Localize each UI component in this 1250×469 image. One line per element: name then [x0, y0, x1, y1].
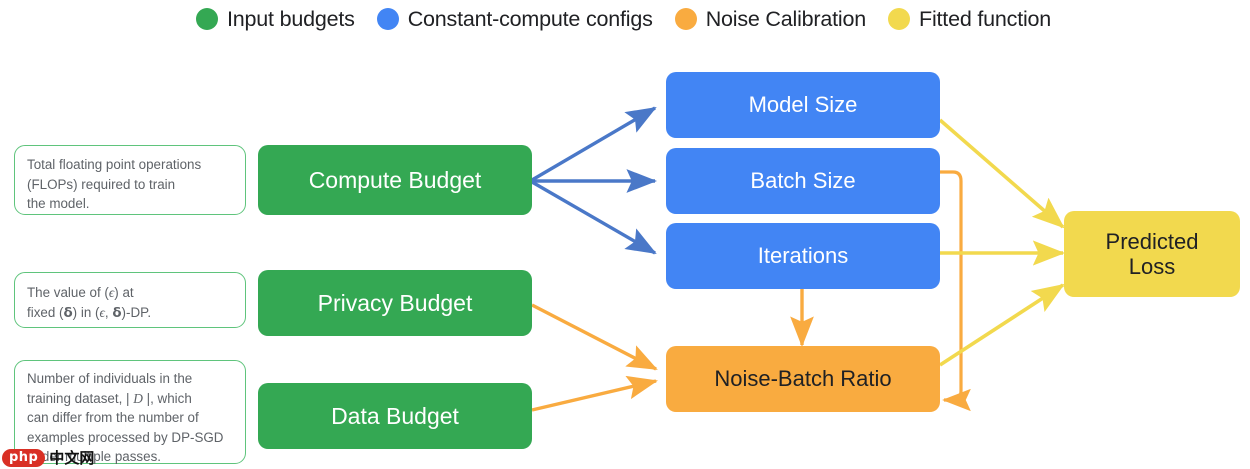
node-predicted-loss[interactable]: Predicted Loss — [1064, 211, 1240, 297]
callout-text-4: ) in ( — [72, 304, 100, 320]
callout-text-6: )-DP. — [121, 304, 152, 320]
edge-compute-budget-to-iterations — [531, 180, 657, 255]
callout-line-1: Total floating point operations — [27, 157, 202, 172]
edge-data-budget-to-noise-batch-ratio — [531, 375, 658, 412]
legend-dot-green — [196, 8, 218, 30]
node-label: Privacy Budget — [317, 289, 473, 316]
node-label: Batch Size — [750, 168, 856, 194]
edge-compute-budget-to-model-size — [531, 106, 657, 182]
legend-item-fitted-function: Fitted function — [888, 7, 1051, 32]
edge-noise-batch-ratio-to-predicted-loss — [939, 283, 1065, 367]
callout-line-2: (FLOPs) required to train — [27, 176, 176, 192]
legend-label-noise-calibration: Noise Calibration — [705, 6, 867, 31]
callout-data-budget-note: Number of individuals in the training da… — [14, 360, 246, 464]
legend: Input budgets Constant-compute configs N… — [196, 2, 1051, 36]
node-label: Noise-Batch Ratio — [714, 366, 892, 392]
watermark-php-badge: php — [2, 449, 46, 467]
legend-label-input-budgets: Input budgets — [227, 6, 355, 31]
node-noise-batch-ratio[interactable]: Noise-Batch Ratio — [666, 346, 940, 412]
edge-privacy-budget-to-noise-batch-ratio — [531, 303, 658, 371]
node-privacy-budget[interactable]: Privacy Budget — [258, 270, 532, 336]
legend-item-input-budgets: Input budgets — [196, 7, 355, 32]
node-label: Data Budget — [331, 402, 459, 429]
node-label-line-2: Loss — [1128, 254, 1176, 279]
legend-label-fitted-function: Fitted function — [919, 6, 1052, 31]
callout-text-1: The value of ( — [27, 285, 109, 300]
node-label: Model Size — [748, 92, 858, 118]
edge-batch-size-to-noise-batch-ratio — [940, 170, 971, 412]
legend-label-constant-compute-configs: Constant-compute configs — [407, 6, 653, 31]
callout-compute-budget-note: Total floating point operations (FLOPs) … — [14, 145, 246, 215]
node-label: Iterations — [757, 243, 849, 269]
epsilon-symbol: ϵ — [108, 285, 115, 300]
callout-text-2: ) at — [114, 285, 134, 300]
node-label-line-1: Predicted — [1105, 228, 1199, 254]
delta-symbol-2: δ — [112, 305, 122, 321]
node-label: Compute Budget — [308, 166, 482, 193]
legend-dot-blue — [376, 8, 399, 30]
node-data-budget[interactable]: Data Budget — [258, 383, 532, 449]
node-iterations[interactable]: Iterations — [666, 223, 940, 289]
delta-symbol: δ — [63, 305, 73, 321]
node-model-size[interactable]: Model Size — [666, 72, 940, 138]
legend-dot-orange — [674, 8, 697, 30]
callout-text-2: training dataset, | — [27, 390, 134, 406]
callout-text-6: under multiple passes. — [27, 449, 161, 465]
watermark-text: 中文网 — [49, 448, 95, 467]
callout-text-1: Number of individuals in the — [27, 371, 193, 386]
node-batch-size[interactable]: Batch Size — [666, 148, 940, 214]
edge-model-size-to-predicted-loss — [938, 118, 1065, 229]
callout-text-5: examples processed by DP-SGD — [27, 429, 224, 445]
legend-dot-yellow — [888, 8, 911, 30]
callout-text-4: can differ from the number of — [27, 410, 199, 426]
dataset-variable-symbol: D — [133, 390, 143, 406]
watermark: php 中文网 — [2, 449, 94, 467]
callout-privacy-budget-note: The value of (ϵ) at fixed (δ) in (ϵ, δ)-… — [14, 272, 246, 328]
callout-text-3: |, which — [142, 390, 192, 406]
node-compute-budget[interactable]: Compute Budget — [258, 145, 532, 215]
callout-line-3: the model. — [27, 196, 90, 212]
epsilon-symbol-2: ϵ — [99, 304, 105, 320]
legend-item-noise-calibration: Noise Calibration — [674, 6, 867, 32]
legend-item-constant-compute-configs: Constant-compute configs — [376, 6, 653, 32]
callout-text-5: , — [104, 304, 113, 320]
callout-text-3: fixed ( — [27, 304, 64, 320]
